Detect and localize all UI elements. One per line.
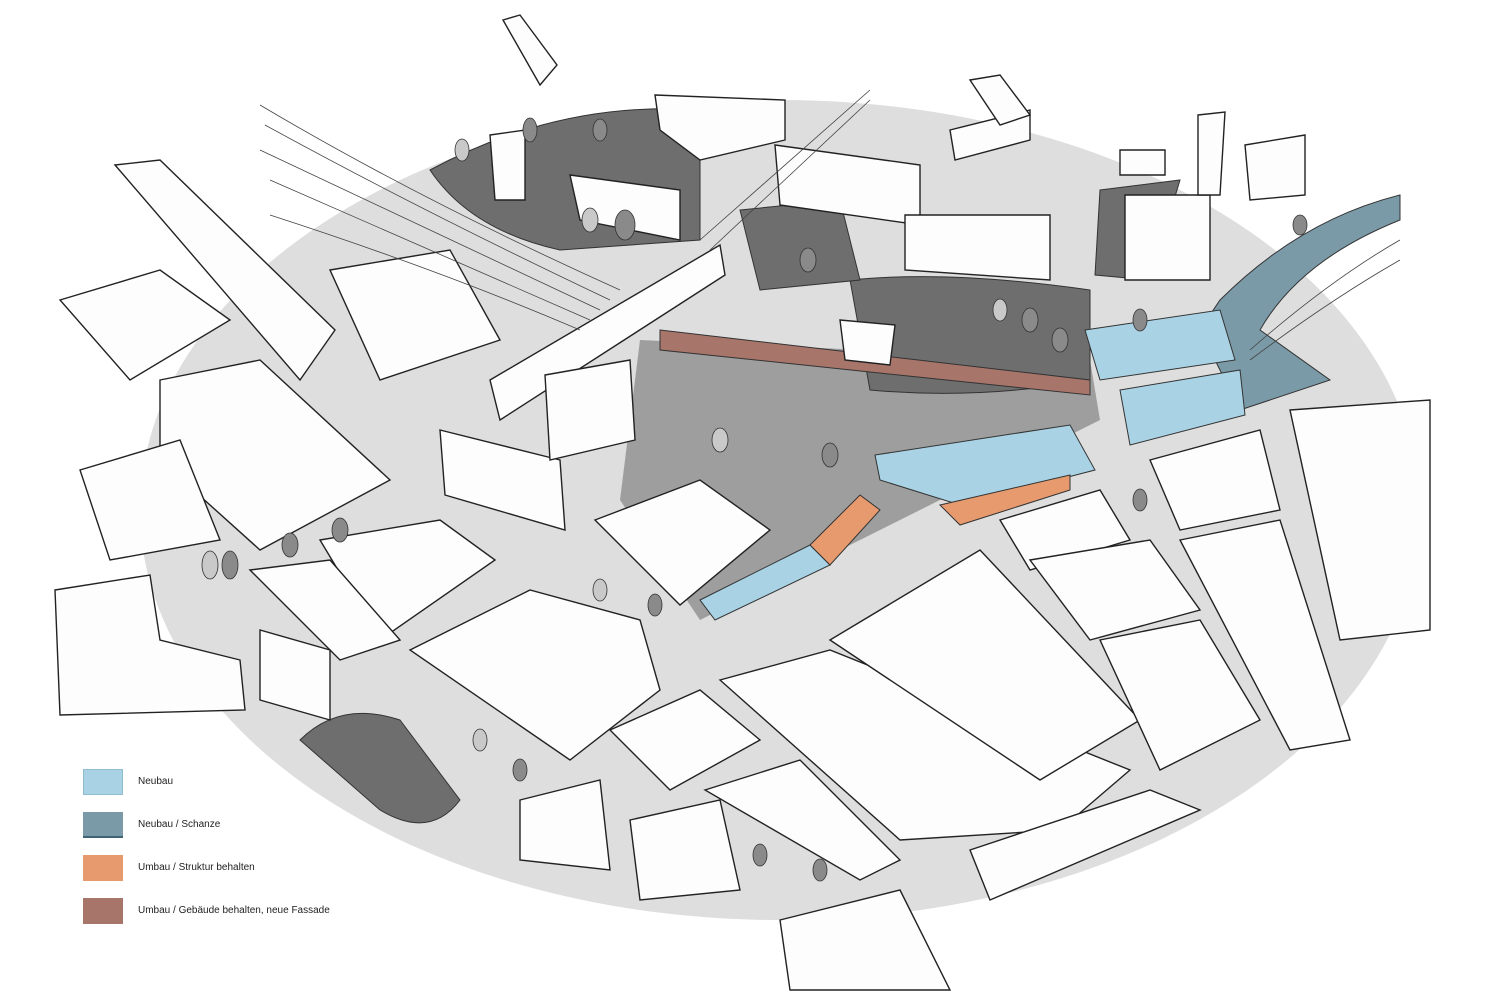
legend-label: Umbau / Struktur behalten: [138, 862, 255, 873]
trees: [201, 117, 1308, 882]
legend-label: Neubau: [138, 776, 174, 787]
legend-item-neubau: Neubau: [83, 760, 330, 803]
park-southwest: [299, 712, 461, 824]
legend-swatch-neubau: [83, 768, 123, 795]
legend-item-neubau-schanze: Neubau / Schanze: [83, 803, 330, 846]
umbau-strip: [939, 474, 1071, 526]
legend-swatch-umbau-struktur: [83, 854, 123, 881]
schanze-neubau: [1199, 194, 1401, 411]
legend: Neubau Neubau / Schanze Umbau / Struktur…: [83, 760, 330, 932]
legend-label: Umbau / Gebäude behalten, neue Fassade: [138, 905, 330, 916]
legend-label: Neubau / Schanze: [138, 819, 221, 830]
legend-swatch-neubau-schanze: [83, 811, 123, 838]
legend-item-umbau-fassade: Umbau / Gebäude behalten, neue Fassade: [83, 889, 330, 932]
umbau-building-1: [809, 494, 881, 566]
building-blocks: [54, 14, 1431, 991]
legend-swatch-umbau-fassade: [83, 897, 123, 924]
neubau-building-3: [1119, 369, 1246, 446]
neubau-building-2: [1084, 309, 1236, 381]
rail-tracks: [259, 89, 1401, 361]
legend-item-umbau-struktur: Umbau / Struktur behalten: [83, 846, 330, 889]
